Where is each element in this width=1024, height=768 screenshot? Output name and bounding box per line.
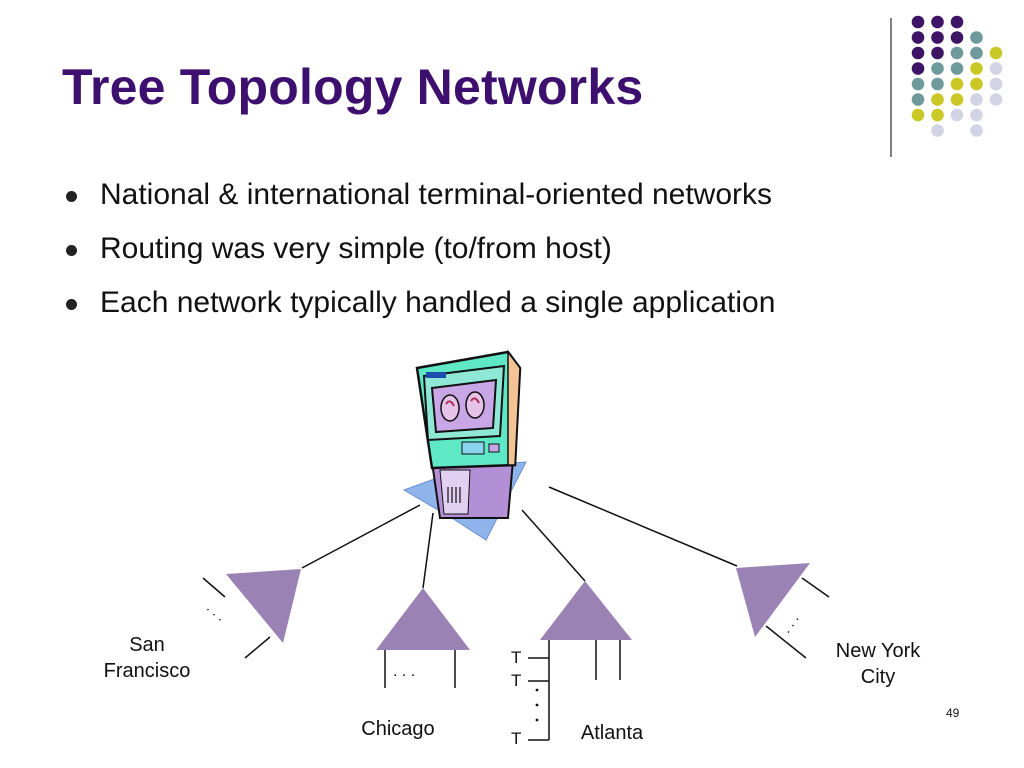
page-number: 49 [946, 706, 960, 720]
decorative-dot [931, 77, 944, 91]
link-san-francisco [301, 504, 421, 569]
bullet-dot [66, 245, 77, 256]
decorative-dot [950, 31, 964, 44]
decorative-dot [931, 93, 944, 106]
atlanta-triangle [540, 581, 632, 640]
decorative-dot [989, 46, 1003, 60]
decorative-dot [911, 62, 925, 75]
decorative-dot [970, 31, 983, 44]
label-atlanta: Atlanta [580, 722, 644, 744]
node-new-york: . . . [736, 563, 830, 659]
decorative-dot [911, 46, 925, 60]
decorative-dot [950, 93, 964, 106]
bullet-text: National & international terminal-orient… [100, 178, 773, 211]
host-links [301, 486, 738, 589]
decorative-dot [931, 62, 944, 75]
decorative-dot [989, 77, 1003, 91]
label-chicago: Chicago [361, 718, 435, 740]
decorative-dot [950, 15, 964, 29]
chicago-triangle [376, 588, 470, 650]
decorative-dot [989, 93, 1003, 106]
link-atlanta [521, 509, 586, 582]
node-san-francisco: . . . [202, 569, 301, 659]
link-new-york [548, 486, 738, 567]
decorative-dot [911, 77, 925, 91]
chicago-terminal-ellipsis: . . . [393, 663, 415, 680]
bullet-list: National & international terminal-orient… [66, 168, 775, 330]
decorative-dot [911, 15, 925, 29]
terminal-label: T [511, 648, 522, 667]
bullet-item: National & international terminal-orient… [66, 168, 775, 222]
label-san-francisco: San Francisco [103, 634, 191, 682]
decorative-dot [931, 15, 944, 29]
bullet-text: Routing was very simple (to/from host) [100, 232, 612, 265]
decorative-dot [970, 93, 983, 106]
bullet-item: Each network typically handled a single … [66, 276, 775, 330]
decorative-dot [950, 62, 964, 75]
bullet-dot [66, 191, 77, 202]
decorative-dot [950, 108, 964, 122]
ny-terminal-ellipsis: . . . [777, 611, 801, 636]
decorative-dot [931, 46, 944, 60]
decorative-dot [950, 77, 964, 91]
terminal-label: T [511, 671, 522, 690]
decorative-dot [970, 77, 983, 91]
decorative-dot [970, 124, 983, 137]
decorative-dot [931, 124, 944, 137]
ny-triangle [736, 563, 810, 637]
decorative-dot-grid [890, 15, 1003, 157]
link-chicago [422, 512, 434, 589]
decorative-dot [970, 46, 983, 60]
sf-triangle [226, 569, 301, 643]
bullet-item: Routing was very simple (to/from host) [66, 222, 775, 276]
decorative-dot [931, 31, 944, 44]
node-chicago: . . . [376, 588, 470, 688]
decorative-dot [931, 108, 944, 122]
decorative-dot [970, 108, 983, 122]
label-new-york: New York City [835, 640, 921, 688]
node-atlanta [528, 581, 632, 741]
slide-title: Tree Topology Networks [62, 59, 644, 115]
decorative-dot [911, 108, 925, 122]
bullet-dot [66, 299, 77, 310]
decorative-dot [989, 62, 1003, 75]
terminal-label: T [511, 729, 522, 748]
sf-terminal-ellipsis: . . . [204, 599, 229, 624]
decorative-dot [950, 46, 964, 60]
decorative-dot [911, 93, 925, 106]
host-computer-icon [402, 349, 527, 541]
decorative-dot [970, 62, 983, 75]
bullet-text: Each network typically handled a single … [100, 286, 776, 319]
decorative-dot [911, 31, 925, 44]
